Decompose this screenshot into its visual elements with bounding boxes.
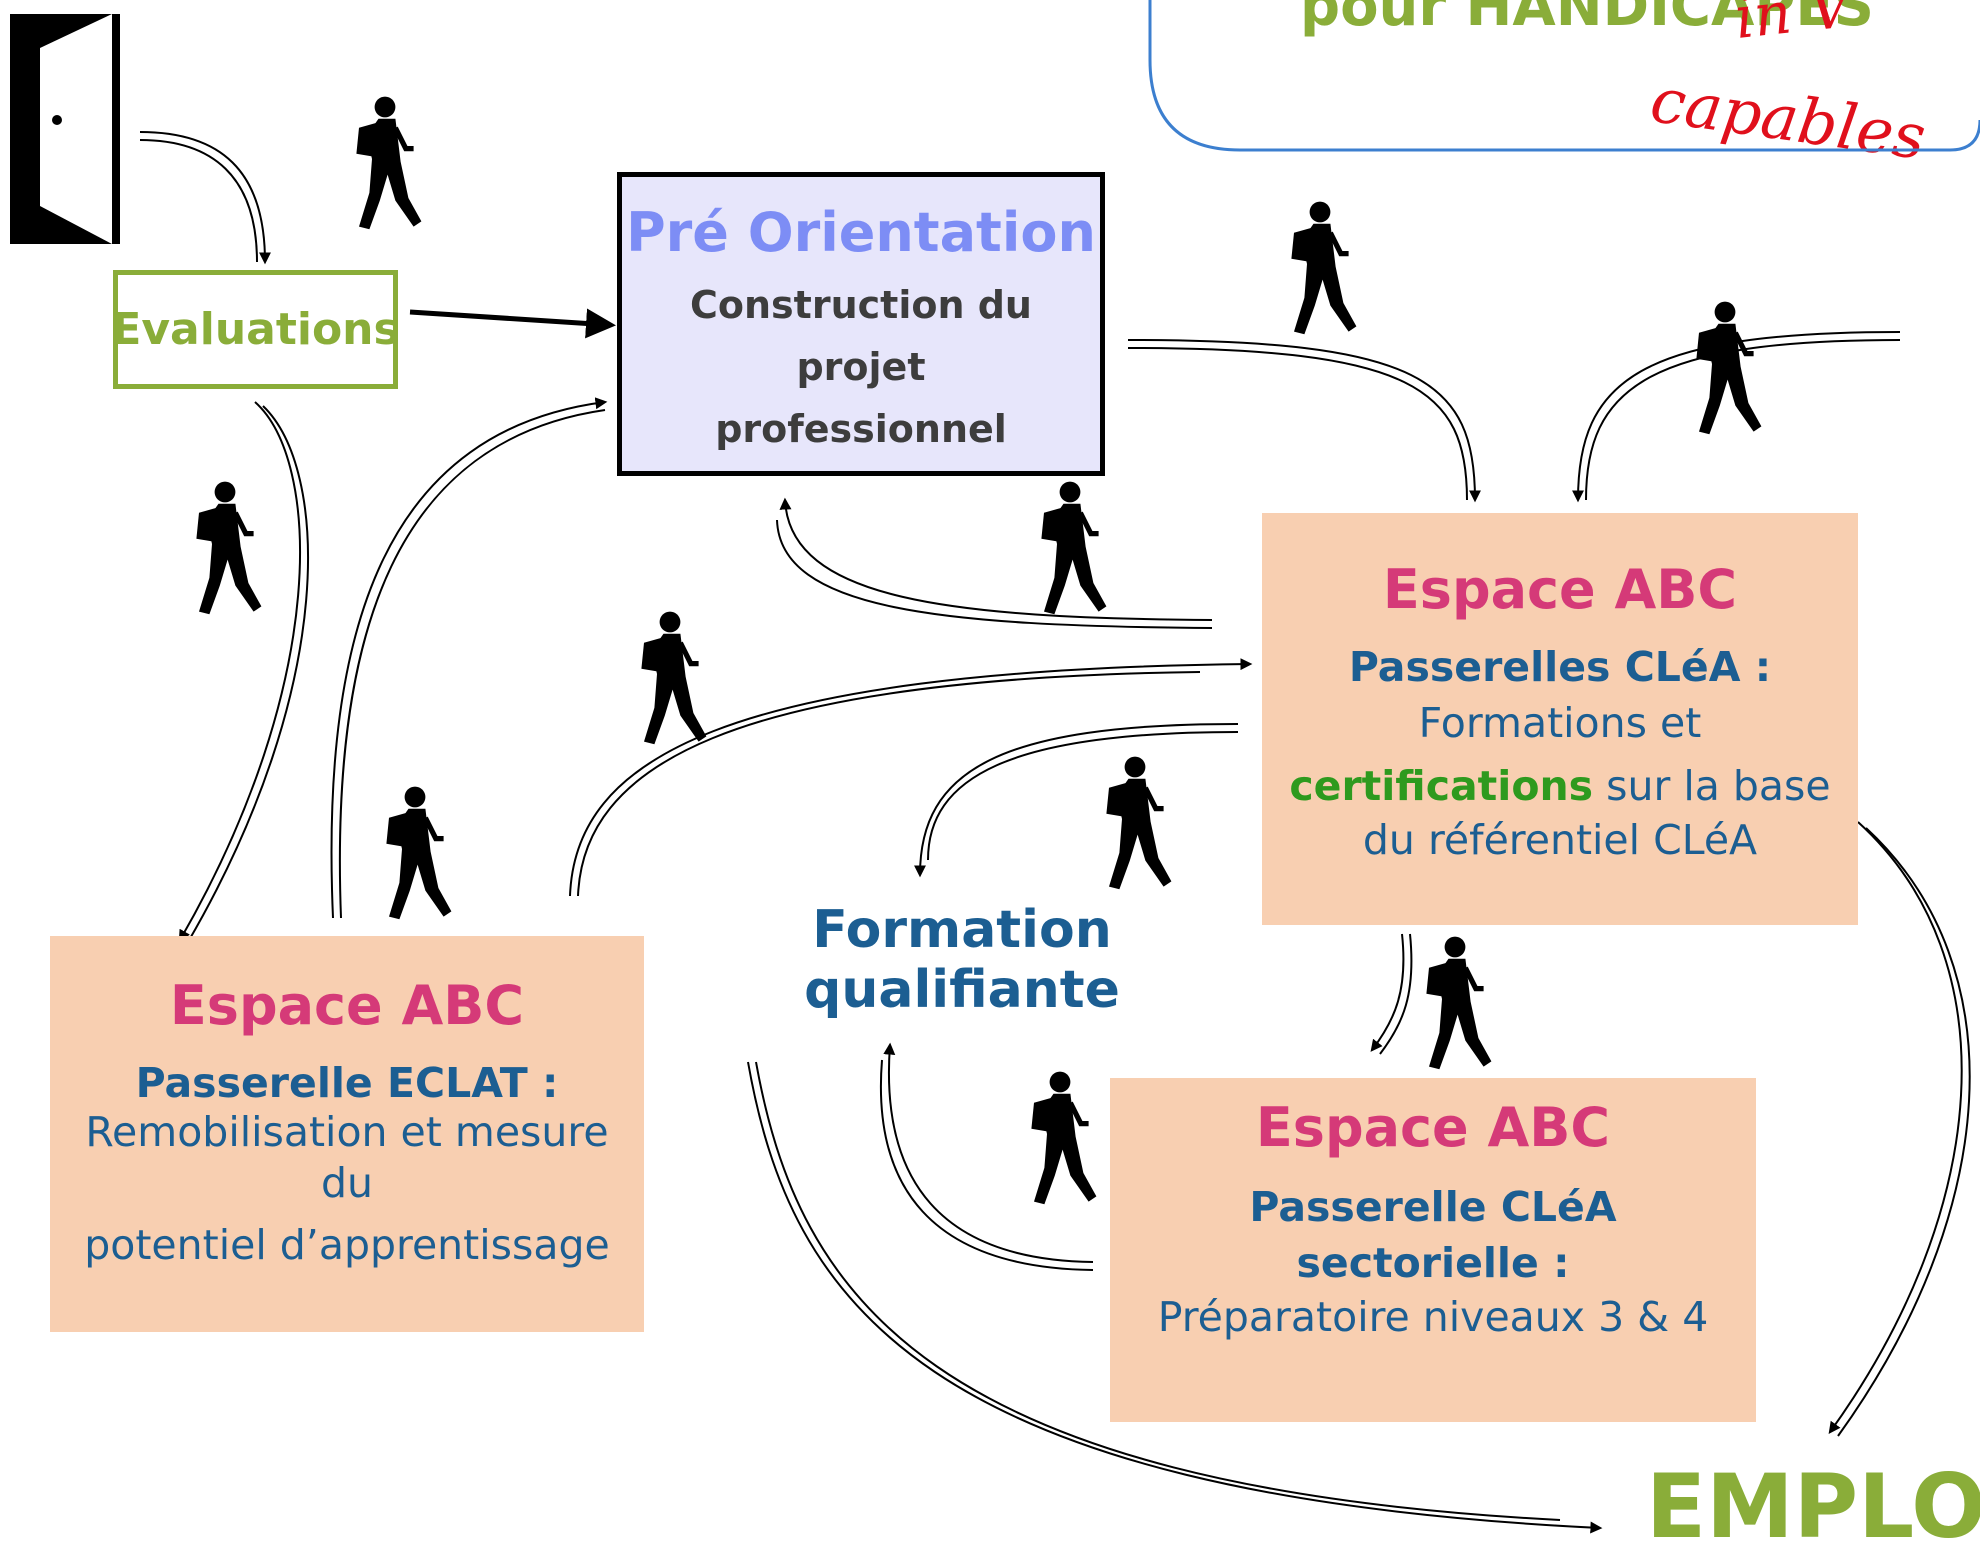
espace-sectorielle-subtitle2: sectorielle : bbox=[1296, 1239, 1570, 1287]
walking-person-icon bbox=[1041, 482, 1106, 615]
espace-sectorielle-title: Espace ABC bbox=[1255, 1096, 1611, 1159]
pre-orientation-box: Pré Orientation Construction du projet p… bbox=[617, 172, 1105, 476]
espace-clea-line2-rest: sur la base bbox=[1593, 762, 1831, 811]
espace-sectorielle-box: Espace ABC Passerelle CLéA sectorielle :… bbox=[1110, 1078, 1756, 1422]
pre-orientation-title: Pré Orientation bbox=[626, 201, 1096, 264]
walking-person-icon bbox=[641, 612, 706, 745]
arrow-sectorielle-formation bbox=[883, 1042, 1094, 1263]
arrow-eclat-clea bbox=[569, 658, 1253, 897]
arrow-eclat-pre bbox=[330, 397, 608, 919]
espace-clea-box: Espace ABC Passerelles CLéA : Formations… bbox=[1262, 513, 1858, 925]
walking-person-icon bbox=[1426, 937, 1491, 1070]
espace-clea-green-word: certifications bbox=[1289, 762, 1594, 811]
banner-border bbox=[1148, 0, 1980, 152]
arrow-eval-eclat bbox=[178, 401, 301, 943]
espace-eclat-line2: du bbox=[320, 1159, 373, 1208]
arrow-formation-emploi bbox=[747, 1061, 1603, 1534]
espace-clea-line3: du référentiel CLéA bbox=[1362, 815, 1758, 864]
espace-eclat-subtitle: Passerelle ECLAT : bbox=[135, 1059, 559, 1107]
walking-person-icon bbox=[1106, 757, 1171, 890]
espace-clea-line1: Formations et bbox=[1418, 699, 1702, 747]
arrow-clea-formation bbox=[914, 723, 1239, 878]
evaluations-label: Evaluations bbox=[111, 304, 400, 355]
pre-orientation-line2: professionnel bbox=[715, 407, 1007, 451]
walking-person-icon bbox=[1291, 202, 1356, 335]
walking-person-icon bbox=[1696, 302, 1761, 435]
arrow-eval-pre bbox=[409, 308, 616, 339]
arrow-loop-clea bbox=[1572, 331, 1901, 503]
espace-eclat-line1: Remobilisation et mesure bbox=[85, 1108, 609, 1156]
emploi-label: EMPLOI bbox=[1646, 1455, 1980, 1558]
arrow-clea-sectorielle bbox=[1370, 933, 1405, 1052]
walking-person-icon bbox=[1031, 1072, 1096, 1205]
arrow-clea-emploi bbox=[1828, 821, 1963, 1434]
espace-eclat-title: Espace ABC bbox=[169, 974, 525, 1037]
arrow-pre-clea bbox=[1127, 339, 1481, 503]
arrow-clea-pre bbox=[779, 497, 1213, 621]
espace-eclat-box: Espace ABC Passerelle ECLAT : Remobilisa… bbox=[50, 936, 644, 1332]
banner-title: pour HANDICAPÉS bbox=[1300, 0, 1874, 39]
walking-person-icon bbox=[356, 97, 421, 230]
arrow-door-eval bbox=[139, 131, 271, 265]
pre-orientation-line1: Construction du projet bbox=[690, 283, 1032, 389]
walking-person-icon bbox=[196, 482, 261, 615]
door-icon bbox=[10, 14, 120, 244]
espace-sectorielle-line1: Préparatoire niveaux 3 & 4 bbox=[1157, 1293, 1709, 1341]
evaluations-box: Evaluations bbox=[111, 270, 400, 389]
espace-clea-subtitle: Passerelles CLéA : bbox=[1348, 643, 1772, 691]
espace-clea-title: Espace ABC bbox=[1382, 558, 1738, 621]
walking-person-icon bbox=[386, 787, 451, 920]
formation-qualifiante-label: Formation qualifiante bbox=[804, 900, 1120, 1020]
espace-sectorielle-subtitle1: Passerelle CLéA bbox=[1249, 1183, 1617, 1231]
espace-eclat-line3: potentiel d’apprentissage bbox=[84, 1220, 610, 1269]
